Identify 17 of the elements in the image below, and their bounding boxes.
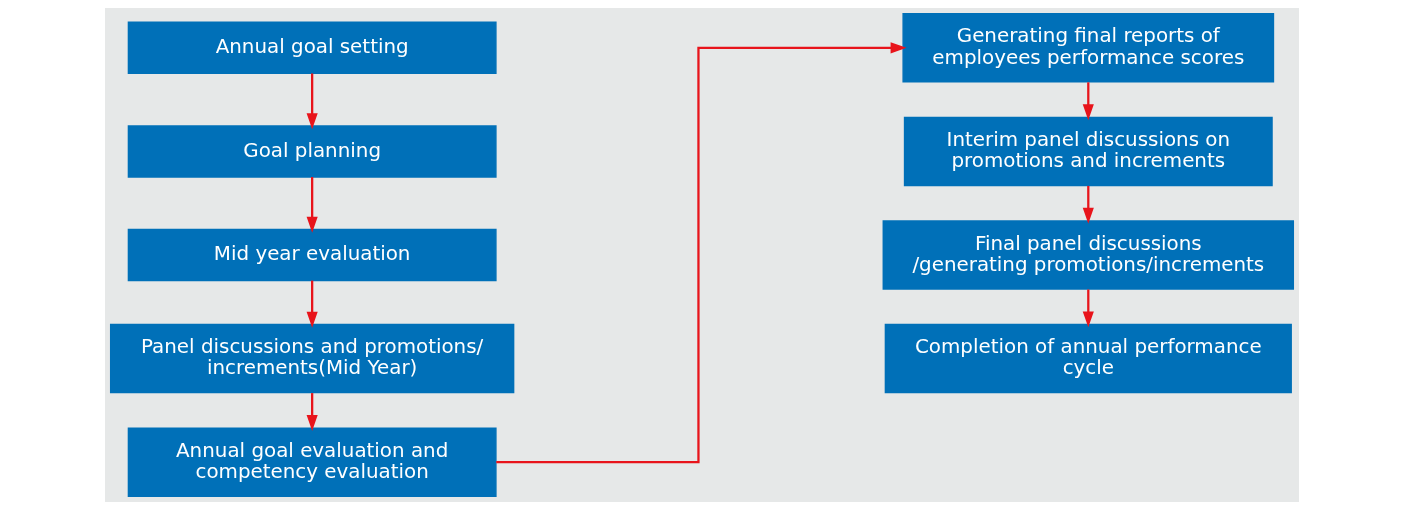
node-box: Annual goal evaluation and competency evaluation — [127, 427, 497, 497]
arrow — [306, 177, 318, 233]
arrow — [1082, 82, 1094, 121]
arrow — [1082, 185, 1094, 224]
node-box: Mid year evaluation — [127, 228, 497, 282]
node-box: Generating final reports of employees performance scores — [902, 13, 1275, 83]
arrow — [306, 393, 318, 431]
arrow — [1082, 289, 1094, 328]
node-box: Panel discussions and promotions/ increments(Mid Year) — [109, 323, 515, 394]
arrow — [306, 73, 318, 130]
node-box: Final panel discussions /generating promotions/increments — [882, 220, 1295, 290]
arrow — [306, 280, 318, 328]
node-box: Completion of annual performance cycle — [884, 323, 1292, 394]
node-box: Interim panel discussions on promotions and increments — [903, 116, 1273, 187]
node-box: Goal planning — [127, 125, 497, 178]
node-box: Annual goal setting — [127, 21, 497, 75]
arrow — [496, 42, 907, 464]
